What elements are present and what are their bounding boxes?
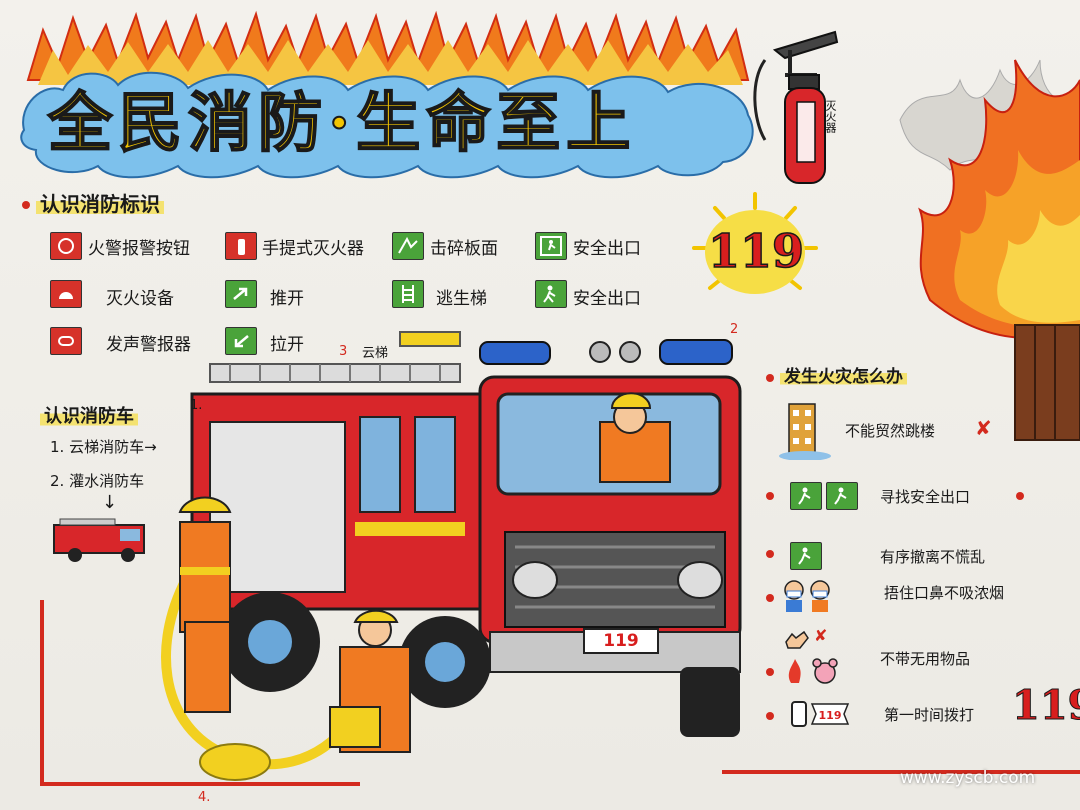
exit-running-man-icon — [535, 232, 567, 260]
sign-label: 安全出口 — [573, 239, 641, 259]
down-arrow-icon: ↓ — [102, 492, 118, 513]
bullet-dot — [766, 550, 774, 558]
emergency-heading: 发生火灾怎么办 — [780, 362, 907, 387]
extinguisher-label: 灭火器 — [824, 100, 837, 133]
truck-mark-3: 3 — [339, 344, 348, 359]
sign-label: 击碎板面 — [430, 239, 498, 259]
extinguisher-sign-icon — [225, 232, 257, 260]
trucks-heading: 认识消防车 — [40, 402, 138, 428]
escape-ladder-icon — [392, 280, 424, 308]
sign-label: 灭火设备 — [106, 289, 174, 309]
sign-label: 拉开 — [270, 335, 304, 355]
svg-text:119: 119 — [819, 709, 842, 722]
fire-truck-illustration — [161, 331, 742, 781]
tip-text: 有序撤离不慌乱 — [880, 548, 986, 566]
truck-type-item: 2. 灌水消防车 — [50, 472, 145, 490]
truck-mark-2: 2 — [730, 322, 739, 337]
toy-bear-icon — [788, 658, 838, 684]
page-title: 全民消防·生命至上 — [47, 85, 637, 162]
bullet-dot — [22, 201, 30, 209]
cross-mark-icon: ✘ — [814, 626, 828, 645]
sign-label: 发声警报器 — [106, 335, 191, 355]
extinguisher-icon — [753, 30, 839, 184]
siren-icon — [50, 327, 82, 355]
sign-label: 安全出口 — [573, 289, 641, 309]
bullet-dot — [1016, 492, 1024, 500]
fire-illustration — [899, 59, 1080, 441]
title-banner: 全民消防·生命至上 — [18, 10, 758, 185]
hand-icon — [785, 630, 809, 649]
phone-119-icon: 119 — [791, 701, 850, 727]
exit-sign-icon — [826, 482, 858, 510]
truck-mark-1: 1. — [190, 398, 203, 413]
sign-label: 推开 — [270, 289, 304, 309]
tip-text: 捂住口鼻不吸浓烟 — [884, 584, 1005, 602]
push-arrow-icon — [225, 280, 257, 308]
truck-type-item: 1. 云梯消防车→ — [50, 438, 157, 456]
exit-door-icon — [535, 280, 567, 308]
tip-text: 不带无用物品 — [880, 650, 971, 668]
exit-sign-icon — [790, 542, 822, 570]
emergency-number-119: 119 — [707, 223, 805, 279]
bullet-dot — [766, 374, 774, 382]
exit-sign-icon — [790, 482, 822, 510]
sign-label: 火警报警按钮 — [88, 239, 190, 259]
license-plate: 119 — [583, 628, 659, 654]
cross-mark-icon: ✘ — [975, 416, 992, 440]
fire-equipment-icon — [50, 280, 82, 308]
signs-heading: 认识消防标识 — [36, 188, 164, 217]
tip-text: 第一时间拨打 — [884, 706, 975, 724]
bullet-dot — [766, 594, 774, 602]
tip-text: 寻找安全出口 — [880, 488, 971, 506]
truck-mark-4: 4. — [198, 790, 211, 805]
bullet-dot — [766, 712, 774, 720]
red-border-bottom — [40, 782, 360, 786]
small-fire-truck-icon — [53, 518, 145, 562]
watermark: www.zyscb.com — [900, 768, 1036, 788]
pull-arrow-icon — [225, 327, 257, 355]
bullet-dot — [766, 668, 774, 676]
call-number-119: 119 — [1012, 682, 1080, 730]
break-glass-icon — [392, 232, 424, 260]
ladder-label: 云梯 — [362, 346, 389, 361]
red-border-left — [40, 600, 44, 785]
sign-label: 逃生梯 — [436, 289, 487, 309]
red-border-bottom-right — [722, 770, 1080, 774]
flame-border — [20, 10, 754, 179]
tip-text: 不能贸然跳楼 — [845, 422, 936, 440]
alarm-button-icon — [50, 232, 82, 260]
mask-people-icon — [784, 580, 830, 612]
building-jump-icon — [779, 403, 831, 460]
sign-label: 手提式灭火器 — [262, 239, 364, 259]
bullet-dot — [766, 492, 774, 500]
sun-119-badge — [692, 192, 818, 294]
